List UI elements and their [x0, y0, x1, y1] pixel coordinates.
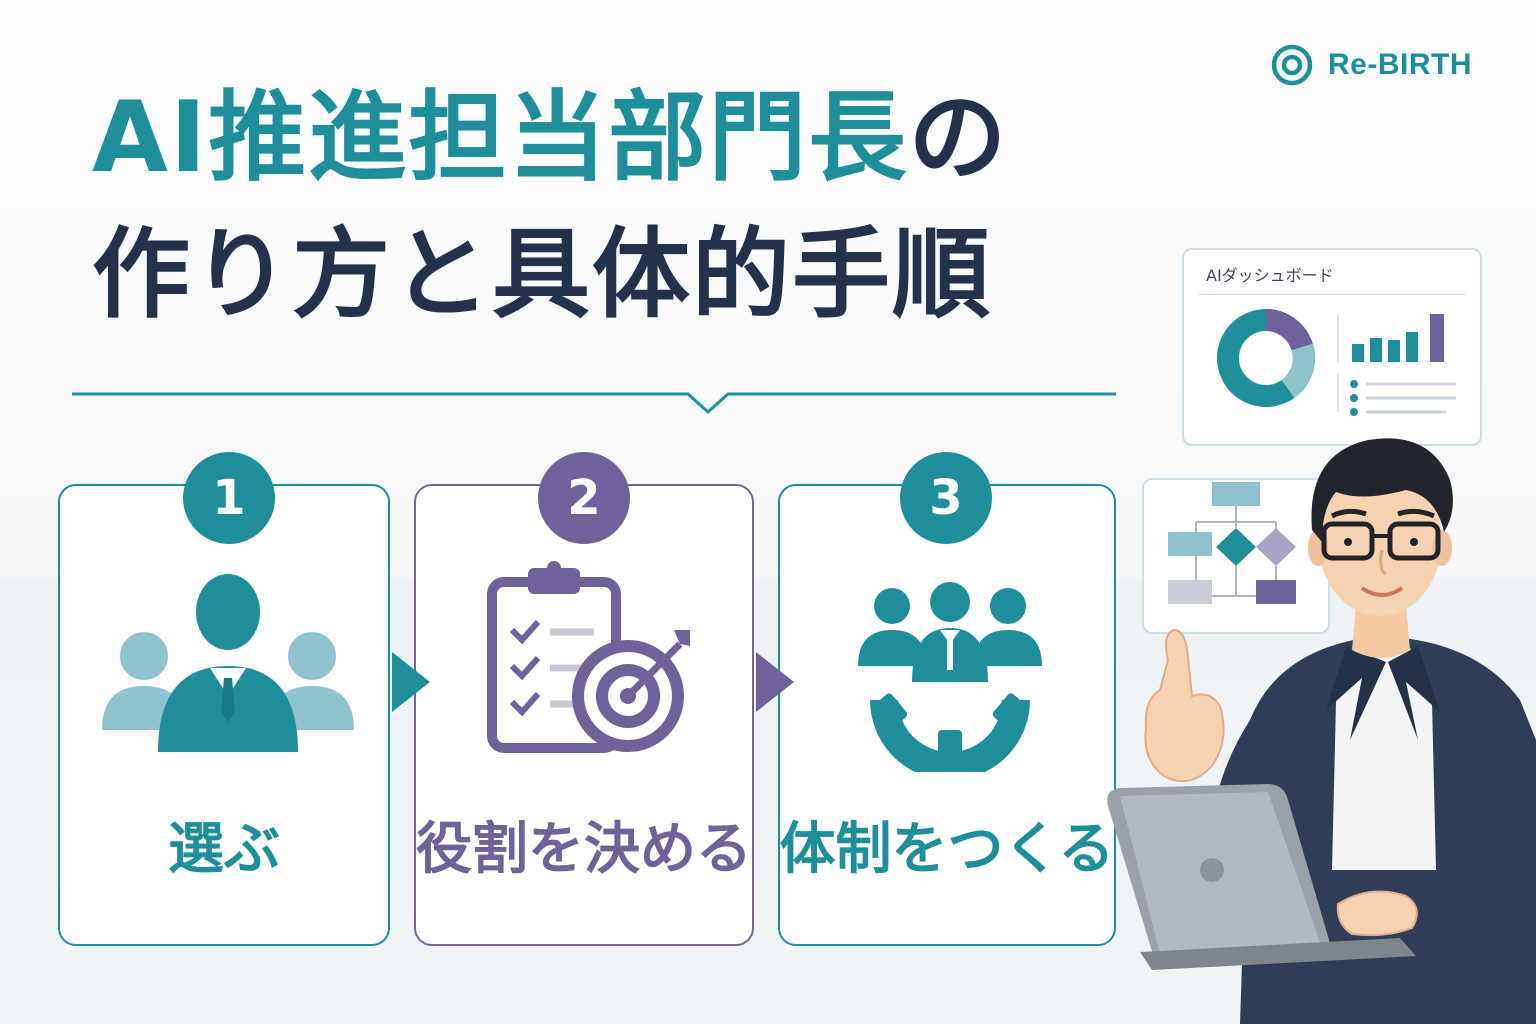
step-number-1: 1	[183, 452, 275, 544]
ai-dashboard-card: AIダッシュボード	[1182, 248, 1482, 446]
page-title-line-2: 作り方と具体的手順	[92, 218, 993, 332]
team-gear-icon	[858, 582, 1042, 772]
dashboard-title: AIダッシュボード	[1206, 266, 1334, 285]
step-label-3: 体制をつくる	[779, 817, 1115, 882]
ring-logo-icon	[1271, 44, 1313, 86]
checklist-target-icon	[487, 561, 690, 753]
arrow-right-icon	[392, 652, 430, 712]
title-particle: の	[908, 81, 1009, 195]
dashboard-divider	[1198, 294, 1466, 295]
title-main: AI推進担当部門長	[92, 81, 909, 195]
dashboard-charts-icon	[1217, 309, 1456, 416]
step-label-2: 役割を決める	[416, 817, 752, 882]
step-number-2: 2	[538, 452, 630, 544]
title-divider	[72, 392, 1116, 415]
brand-logo: Re-BIRTH	[1270, 40, 1472, 90]
step-label-1: 選ぶ	[168, 817, 280, 882]
step-number-3: 3	[900, 452, 992, 544]
businessman-laptop-icon	[1107, 438, 1536, 1024]
page-title-line-1: AI推進担当部門長の	[92, 78, 1008, 198]
brand-name: Re-BIRTH	[1328, 48, 1472, 81]
flowchart-icon	[1168, 482, 1296, 604]
flowchart-card	[1142, 478, 1330, 634]
step-card-3	[778, 484, 1116, 946]
arrow-right-icon	[756, 652, 794, 712]
people-leader-icon	[102, 574, 354, 752]
